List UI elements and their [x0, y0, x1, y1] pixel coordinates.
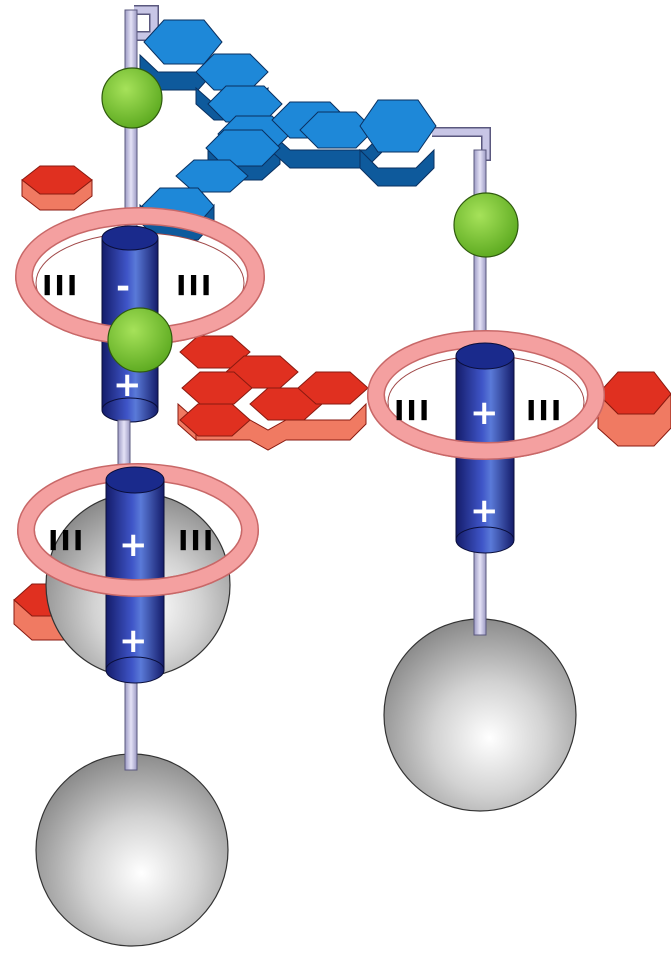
- bars-label-right-2: III: [526, 394, 563, 427]
- green-sphere-right: [453, 192, 519, 258]
- green-sphere-top-left: [101, 67, 163, 129]
- rod-left-lower: [124, 669, 138, 771]
- gray-sphere-bottom-left: [35, 753, 229, 947]
- cylinder-lower-left: [105, 466, 165, 684]
- bars-label-right-1: III: [394, 394, 431, 427]
- red-hexagon-ring-left-top: [21, 165, 93, 211]
- bars-label-upper-left-1: III: [42, 269, 79, 302]
- ring-right-front: [367, 394, 605, 460]
- blue-hexagon-cluster: [139, 19, 437, 241]
- plus-sign-right-upper: +: [470, 393, 499, 433]
- red-hexagon-ring-right: [597, 371, 671, 447]
- green-sphere-middle-left: [107, 307, 173, 373]
- bars-label-upper-left-2: III: [176, 269, 213, 302]
- gray-sphere-bottom-right: [383, 618, 577, 812]
- bars-label-lower-left-2: III: [178, 524, 215, 557]
- red-hexagon-cluster-center: [177, 335, 369, 451]
- ring-lower-left-front: [17, 529, 259, 597]
- rod-right-lower: [473, 539, 487, 636]
- plus-sign-lower-left-upper: +: [119, 525, 148, 565]
- plus-sign-lower-left-lower: +: [119, 621, 148, 661]
- plus-sign-right-lower: +: [470, 491, 499, 531]
- bars-label-lower-left-1: III: [48, 524, 85, 557]
- minus-sign-upper-left: -: [116, 267, 130, 307]
